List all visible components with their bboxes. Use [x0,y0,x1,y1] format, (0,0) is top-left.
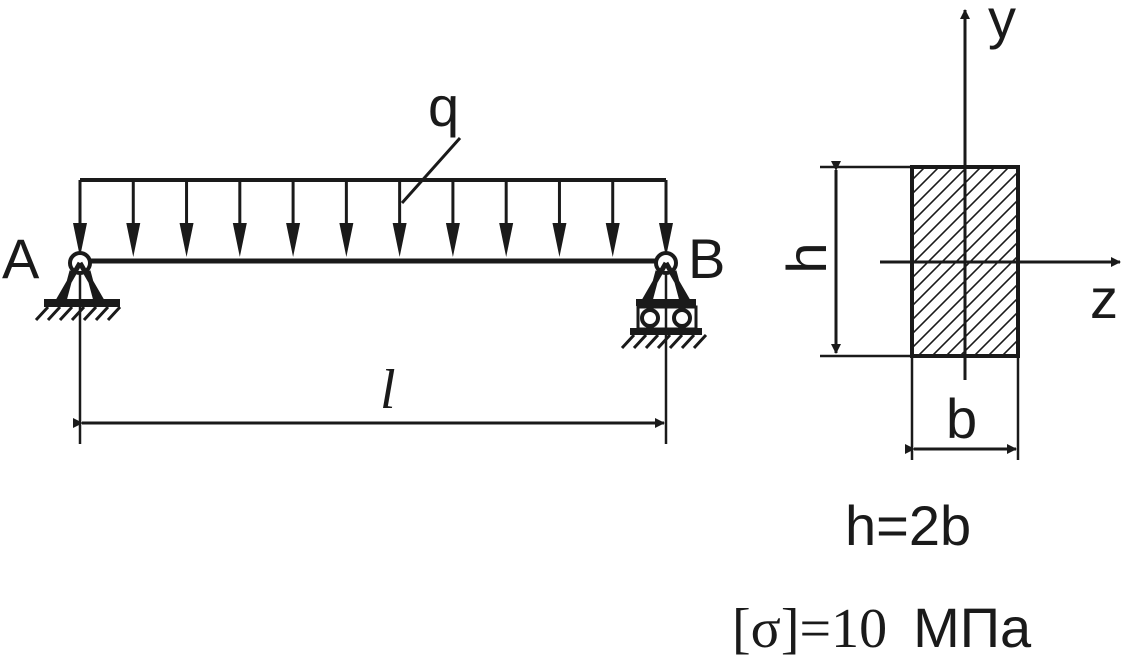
support-b-ground-hatch [620,333,708,350]
cross-section-group: y z h b h=2b [σ]=10 МПа [732,0,1121,659]
load-arrow [232,180,247,257]
allowable-stress-unit: МПа [913,596,1032,659]
support-a-ground-hatch [34,305,122,322]
relation-text: h=2b [845,494,971,557]
y-axis-label: y [988,0,1016,50]
support-b-triangle [641,261,691,303]
support-a-base [44,299,120,307]
load-arrow [605,180,620,257]
width-label: b [946,387,977,450]
load-arrow [659,180,673,257]
load-arrow [392,180,407,257]
load-arrow [179,180,194,257]
load-arrows [73,180,673,257]
load-label: q [428,75,459,138]
load-arrow [552,180,567,257]
height-label: h [775,242,838,273]
load-arrow [73,180,87,257]
support-a-label: A [2,227,40,290]
load-arrow [499,180,514,257]
beam-group: q A B l [2,75,725,444]
allowable-stress-symbol: [σ]=10 [732,598,887,659]
allowable-stress-text: [σ]=10 МПа [732,596,1032,659]
support-b-label: B [688,227,725,290]
support-a [34,251,122,322]
roller-1 [640,308,660,328]
load-arrow [339,180,354,257]
roller-2 [672,308,692,328]
load-arrow [445,180,460,257]
load-leader [400,137,462,204]
load-arrow [126,180,141,257]
z-axis-label: z [1090,267,1118,330]
load-arrow [286,180,301,257]
span-label: l [380,359,396,421]
support-a-triangle [55,261,105,303]
